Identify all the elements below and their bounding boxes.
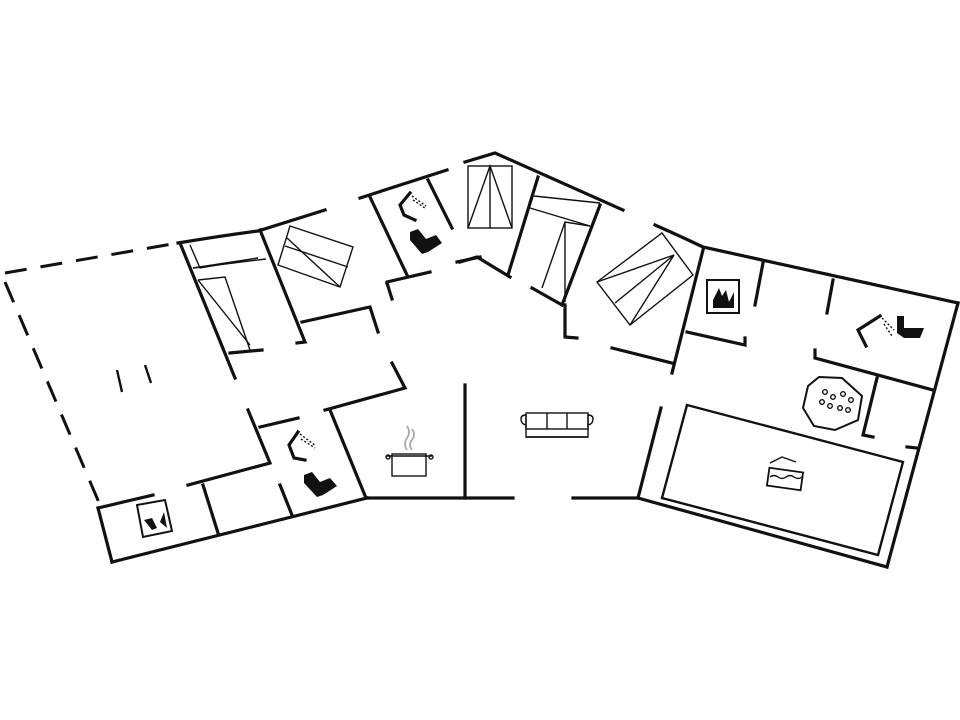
washing-machine-icon [135,498,174,539]
terrace-outline [3,241,179,506]
shower-icon [855,313,895,349]
pool [660,403,905,557]
toilet-icon [304,472,337,497]
pool-house-icon [765,456,805,492]
toilet-icon [410,229,442,254]
bed-icon [467,163,513,229]
washing-machine-icon [706,279,740,314]
sofa-icon [520,412,594,438]
bed-icon [277,225,354,288]
cooking-pot-icon [385,425,434,477]
bed-icon [596,232,694,326]
toilet-icon [897,316,924,338]
walls [96,151,960,569]
bed-icon [529,195,601,302]
hot-tub-icon [801,375,864,432]
bed-icon [189,244,267,351]
shower-icon [398,190,427,223]
shower-icon [287,429,317,462]
